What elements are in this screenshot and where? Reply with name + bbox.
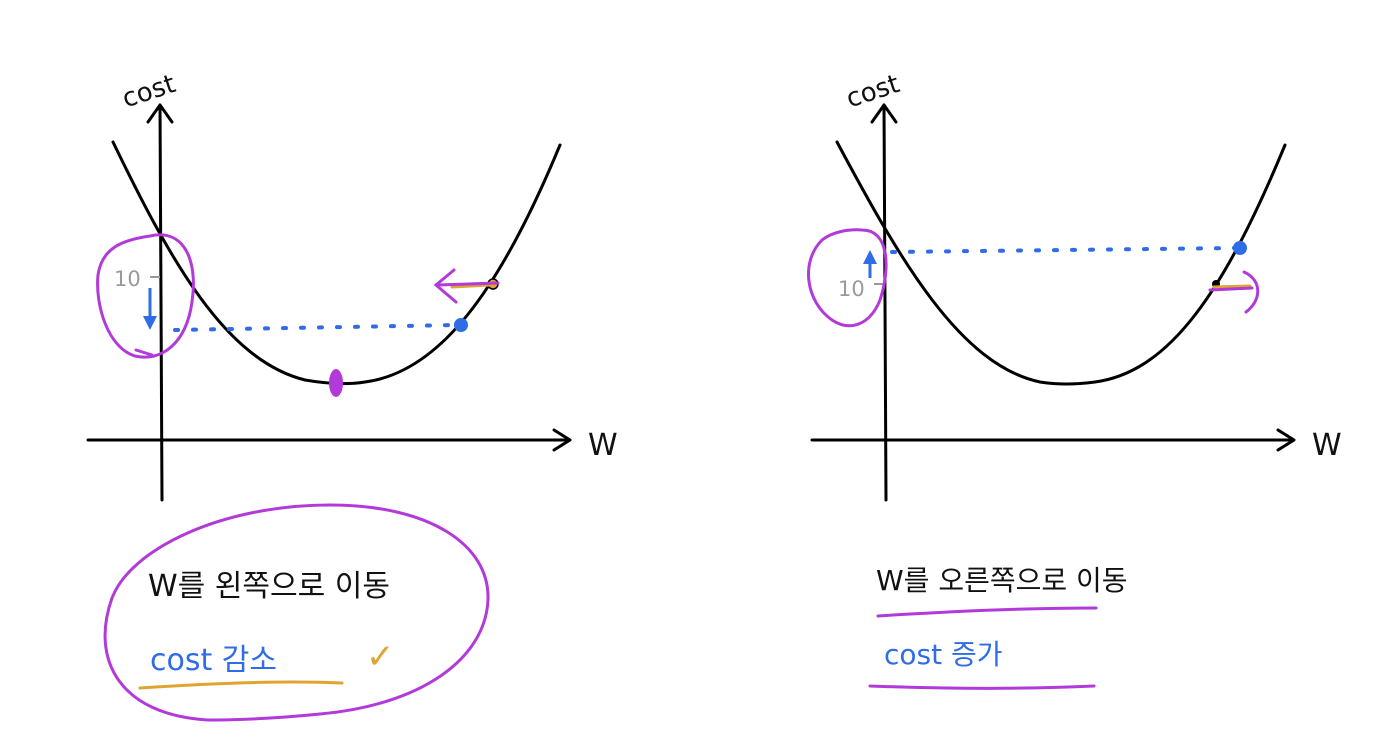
right-caption-line2: cost 증가	[884, 638, 1003, 671]
left-y-axis	[158, 103, 164, 502]
left-caption-line2: cost 감소	[150, 643, 277, 678]
left-y-axis-label: cost	[119, 69, 180, 114]
left-blue-point	[454, 318, 468, 332]
right-x-axis-arrowhead	[1276, 428, 1296, 452]
right-y-axis-arrowhead	[870, 103, 898, 124]
left-check-mark: ✓	[366, 637, 395, 677]
right-dotted-level-line	[890, 246, 1238, 254]
left-caption-line1: W를 왼쪽으로 이동	[148, 569, 390, 604]
right-caption-underline-top	[876, 606, 1098, 618]
right-y-axis	[882, 103, 888, 502]
left-minimum-marker	[329, 369, 343, 397]
right-x-axis-label: W	[1312, 428, 1342, 463]
left-highlight-tail	[134, 348, 154, 357]
left-tick-label: 10	[114, 267, 141, 291]
left-cost-curve	[111, 140, 562, 386]
left-caption-underline	[138, 680, 344, 690]
right-tick-label: 10	[838, 277, 865, 301]
right-caption-underline-bottom	[868, 684, 1096, 690]
right-blue-point	[1233, 241, 1247, 255]
left-caption-highlight-loop	[103, 503, 490, 722]
right-panel: cost W 10 W를 오른쪽으로 이동 cost 증가	[807, 69, 1342, 690]
left-panel: cost W 10 W를 왼쪽으로 이동 cost 감소 ✓	[86, 69, 618, 722]
right-move-arrow-purple	[1208, 270, 1260, 314]
right-cost-curve	[835, 140, 1287, 386]
right-increase-arrowhead	[863, 250, 877, 264]
left-dotted-level-line	[173, 323, 460, 332]
left-move-arrow-orange	[450, 283, 492, 289]
right-y-axis-label: cost	[843, 69, 904, 114]
left-highlight-circle	[96, 233, 195, 359]
left-move-arrow-purple	[433, 268, 500, 304]
right-caption-line1: W를 오른쪽으로 이동	[876, 564, 1128, 597]
right-highlight-circle	[807, 228, 888, 328]
left-decrease-arrowhead	[143, 316, 157, 330]
left-y-axis-arrowhead	[146, 103, 174, 124]
left-x-axis-label: W	[588, 428, 618, 463]
left-x-axis-arrowhead	[552, 428, 572, 452]
right-move-arrow-orange	[1212, 284, 1252, 289]
